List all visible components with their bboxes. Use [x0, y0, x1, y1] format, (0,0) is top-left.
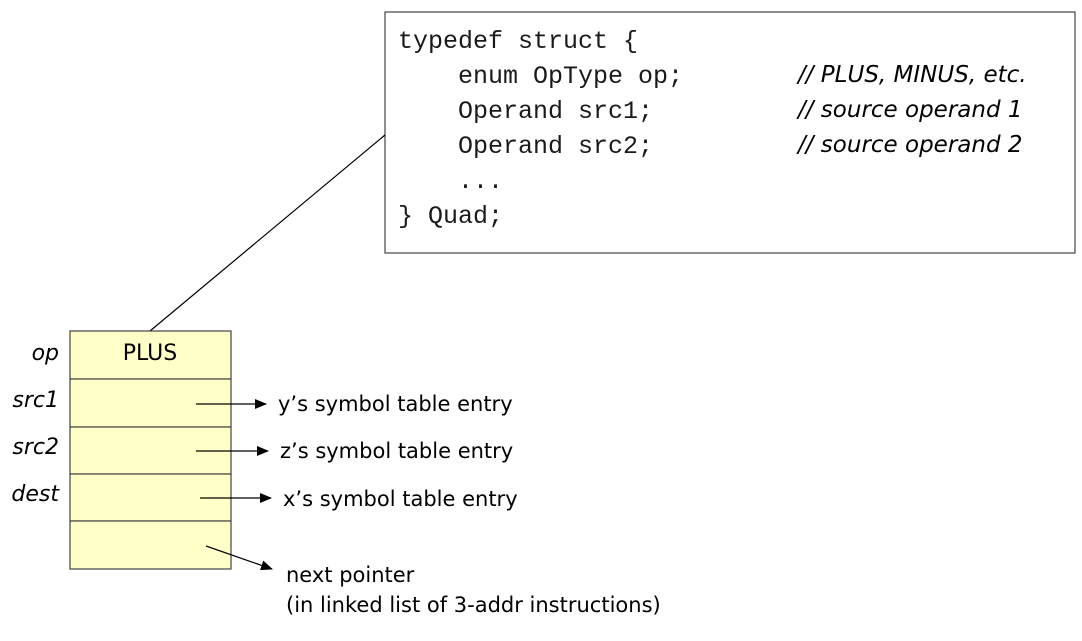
struct-box-border: [384, 11, 1076, 254]
pointer-arrow-next: [205, 545, 273, 571]
comment-op: // PLUS, MINUS, etc.: [796, 62, 1027, 88]
code-line-6: } Quad;: [398, 202, 503, 231]
quad-record: PLUS: [69, 330, 232, 570]
code-line-4: Operand src2;: [398, 132, 653, 161]
dest-target-label: x’s symbol table entry: [283, 487, 518, 511]
code-line-2: enum OpType op;: [398, 62, 683, 91]
record-cell-next: [69, 520, 232, 570]
code-line-5: ...: [398, 167, 503, 196]
src2-target-label: z’s symbol table entry: [280, 439, 513, 463]
code-line-3: Operand src1;: [398, 97, 653, 126]
comment-src1: // source operand 1: [796, 97, 1023, 123]
code-line-1: typedef struct {: [398, 27, 638, 56]
field-label-dest: dest: [11, 482, 60, 507]
field-label-src2: src2: [12, 435, 59, 460]
comment-src2: // source operand 2: [796, 132, 1023, 158]
field-label-op: op: [32, 341, 59, 366]
src1-target-label: y’s symbol table entry: [278, 392, 513, 416]
next-pointer-label: next pointer: [286, 563, 415, 587]
record-cell-op: [69, 330, 232, 380]
record-cell-src1: [69, 378, 232, 428]
field-label-src1: src1: [12, 388, 59, 413]
next-pointer-sublabel: (in linked list of 3-addr instructions): [286, 593, 661, 617]
struct-definition-box: typedef struct { enum OpType op; Operand…: [384, 11, 1076, 254]
op-value: PLUS: [123, 341, 178, 366]
callout-connector-line: [149, 134, 386, 332]
